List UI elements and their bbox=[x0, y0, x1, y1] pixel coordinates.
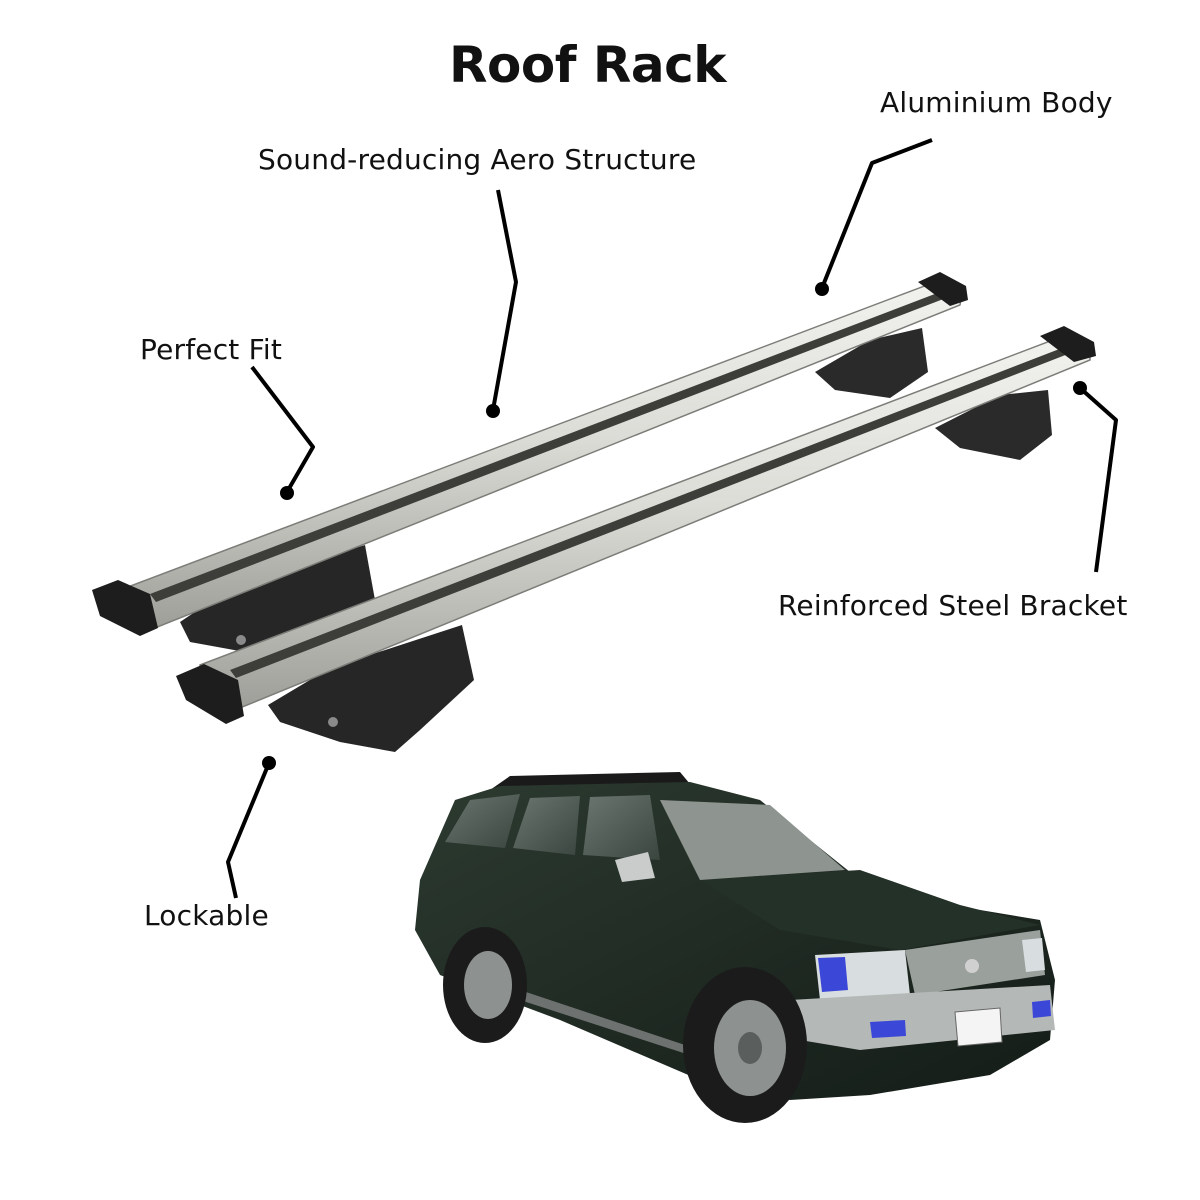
pointer-aluminium bbox=[820, 138, 933, 289]
page-title: Roof Rack bbox=[449, 36, 727, 94]
foot-bracket-rear-far bbox=[815, 328, 928, 398]
pointer-dot-steel bbox=[1073, 381, 1087, 395]
feature-label-lockable: Lockable bbox=[144, 899, 269, 932]
pointer-dot-lockable bbox=[262, 756, 276, 770]
end-cap-rear-near bbox=[92, 580, 158, 636]
foot-bracket-front-far bbox=[935, 390, 1052, 460]
pointer-dot-sound bbox=[486, 404, 500, 418]
pointer-lines bbox=[226, 138, 1118, 899]
pointer-steel bbox=[1078, 386, 1118, 573]
suv-vehicle-image bbox=[415, 772, 1055, 1123]
pointer-sound bbox=[491, 189, 518, 411]
end-cap-rear-far bbox=[918, 272, 968, 306]
foot-bracket-front-near bbox=[268, 625, 474, 752]
pointer-dot-aluminium bbox=[815, 282, 829, 296]
pointer-fit bbox=[250, 365, 315, 494]
pointer-dot-fit bbox=[280, 486, 294, 500]
end-cap-front-far bbox=[1040, 326, 1096, 362]
feature-label-aluminium-body: Aluminium Body bbox=[880, 86, 1113, 119]
pointer-lockable bbox=[226, 762, 271, 899]
crossbar-rear bbox=[92, 272, 968, 652]
feature-label-steel-bracket: Reinforced Steel Bracket bbox=[778, 589, 1128, 622]
feature-label-perfect-fit: Perfect Fit bbox=[140, 333, 283, 366]
crossbar-front bbox=[176, 326, 1096, 752]
end-cap-front-near bbox=[176, 664, 244, 724]
feature-label-sound-reducing: Sound-reducing Aero Structure bbox=[258, 143, 697, 176]
